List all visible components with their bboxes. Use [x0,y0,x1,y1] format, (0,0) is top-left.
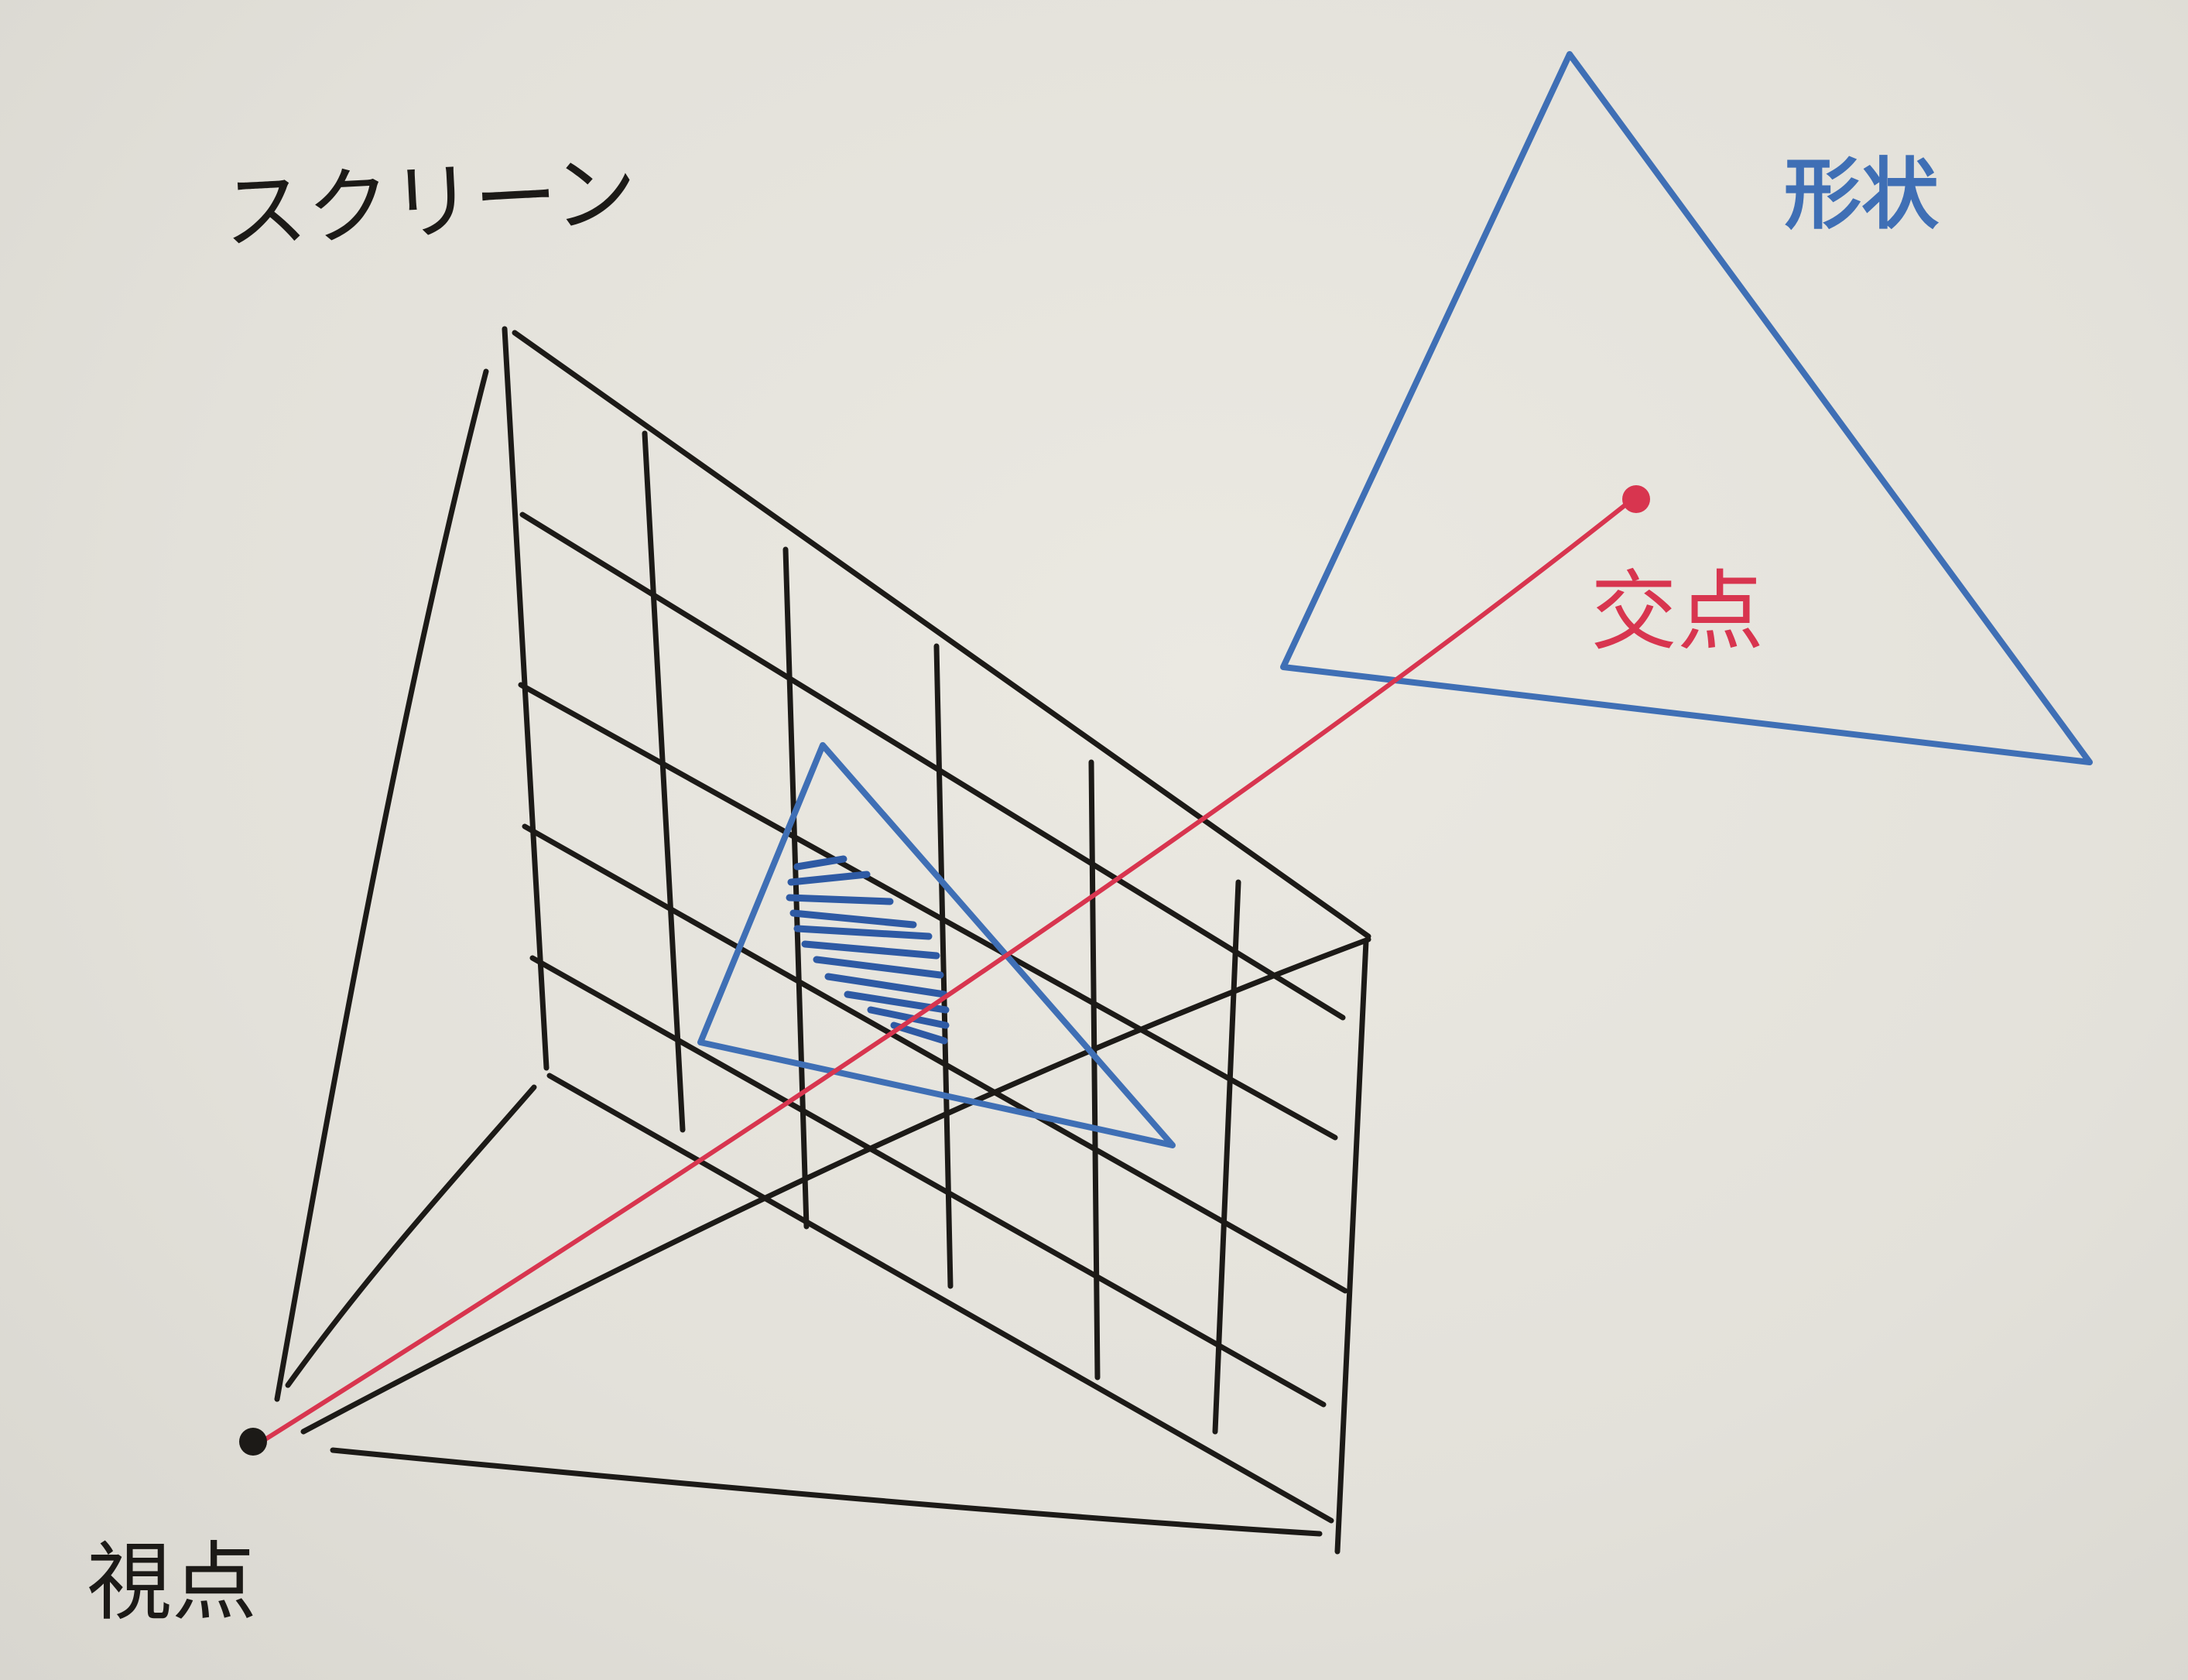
frustum-edge-top-left [274,368,489,1402]
projected-triangle [697,742,1176,1148]
grid-col-3 [933,643,954,1289]
grid-row-3 [522,823,1348,1294]
grid-col-5 [1212,879,1241,1435]
intersection-label: 交点 [1590,562,1764,662]
ray-line [253,495,1637,1448]
screen-right-edge [1334,938,1369,1555]
grid-col-4 [1088,759,1101,1381]
frustum-edge-bottom [330,1447,1323,1537]
screen-label: スクリーン [221,144,640,262]
grid-row-4 [529,955,1327,1408]
frustum-lines [274,368,1371,1537]
frustum-edge-to-right-top [300,936,1371,1435]
screen-grid [502,326,1371,1555]
screen-bottom-edge [546,1073,1334,1524]
shape-label: 形状 [1784,149,1939,240]
grid-row-2 [518,682,1338,1141]
screen-left-edge [502,326,550,1071]
grid-row-1 [519,512,1346,1021]
viewpoint-dot-icon [239,1428,267,1456]
projected-pixel-hatching [786,855,950,1045]
grid-col-2 [782,546,810,1230]
intersection-dot-icon [1622,485,1650,513]
screen-top-edge [512,330,1371,939]
frustum-edge-top-left-inner [285,1084,537,1388]
viewpoint-label: 視点 [87,1533,257,1632]
grid-col-1 [642,430,686,1133]
shape-triangle [1280,51,2093,765]
projected-triangle-outline [697,742,1176,1148]
